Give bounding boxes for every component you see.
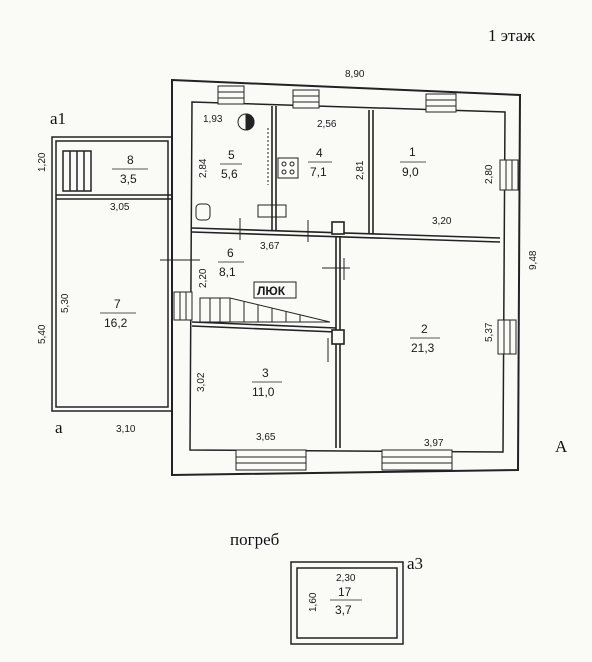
room-1-number: 1 xyxy=(409,145,416,159)
room-1-area: 9,0 xyxy=(402,165,419,179)
interior-walls xyxy=(191,106,501,448)
room-2-area: 21,3 xyxy=(411,341,435,355)
dim-r5-width: 1,93 xyxy=(203,114,223,125)
dim-r7-height: 5,30 xyxy=(60,293,71,313)
room-5-area: 5,6 xyxy=(221,167,238,181)
room-2-number: 2 xyxy=(421,322,428,336)
dim-r1-height: 2,80 xyxy=(484,164,495,184)
room-8-number: 8 xyxy=(127,153,134,167)
room-4-area: 7,1 xyxy=(310,165,327,179)
dim-left-total: 5,40 xyxy=(37,324,48,344)
dim-r6-height: 2,20 xyxy=(198,268,209,288)
room-labels xyxy=(100,161,440,601)
fixtures xyxy=(195,113,299,221)
windows xyxy=(173,85,519,471)
marker-a3: a3 xyxy=(407,554,423,573)
room-3-number: 3 xyxy=(262,366,269,380)
marker-a1: a1 xyxy=(50,109,66,128)
door-ticks xyxy=(160,218,350,362)
toilet-icon xyxy=(195,203,211,221)
stair xyxy=(199,297,331,323)
dim-r7-width: 3,10 xyxy=(116,424,136,435)
dim-r3-height: 3,02 xyxy=(196,372,207,392)
hatch-label: ЛЮК xyxy=(257,284,286,298)
cellar xyxy=(290,561,404,645)
dim-r8-width: 3,05 xyxy=(110,202,130,213)
room-5-number: 5 xyxy=(228,148,235,162)
dim-r17-height: 1,60 xyxy=(308,592,319,612)
dim-r5-height: 2,84 xyxy=(198,158,209,178)
floor-title: 1 этаж xyxy=(488,26,535,45)
dim-r1-width: 3,20 xyxy=(432,216,452,227)
room-6-area: 8,1 xyxy=(219,265,236,279)
dim-r6-width: 3,67 xyxy=(260,241,280,252)
dim-r8-height: 1,20 xyxy=(37,152,48,172)
room-8-area: 3,5 xyxy=(120,172,137,186)
hatch-box xyxy=(253,281,297,299)
room-17-number: 17 xyxy=(338,585,352,599)
dim-overall-depth: 9,48 xyxy=(528,250,539,270)
room-17-area: 3,7 xyxy=(335,603,352,617)
dim-r2-width: 3,97 xyxy=(424,438,444,449)
dim-overall-width: 8,90 xyxy=(345,69,365,80)
stove-icon xyxy=(277,157,299,179)
marker-A: A xyxy=(555,437,568,456)
dim-r3-width: 3,65 xyxy=(256,432,276,443)
dim-r4-height: 2,81 xyxy=(355,160,366,180)
dim-r4-width: 2,56 xyxy=(317,119,337,130)
room-7-area: 16,2 xyxy=(104,316,128,330)
room-3-area: 11,0 xyxy=(252,385,275,399)
room-7-number: 7 xyxy=(114,297,121,311)
sink-icon xyxy=(257,204,287,218)
room-6-number: 6 xyxy=(227,246,234,260)
marker-a: a xyxy=(55,418,63,437)
dim-r2-height: 5,37 xyxy=(484,322,495,342)
room-4-number: 4 xyxy=(316,146,323,160)
cellar-title: погреб xyxy=(230,530,279,549)
veranda-walls xyxy=(51,136,173,412)
dim-r17-width: 2,30 xyxy=(336,573,356,584)
